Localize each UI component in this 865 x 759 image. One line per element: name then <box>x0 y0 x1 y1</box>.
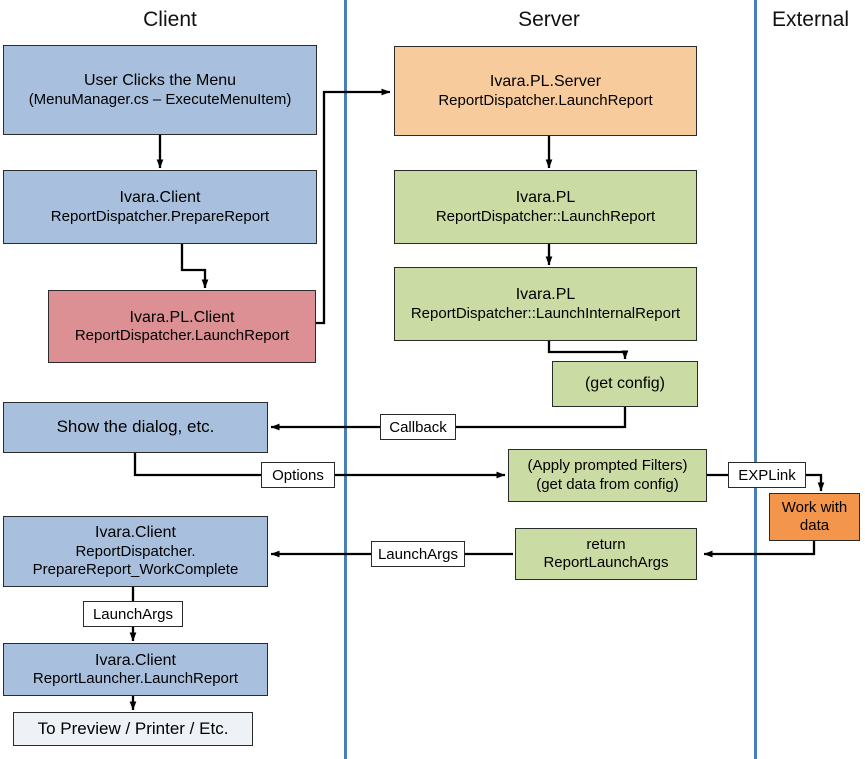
node-user-clicks-menu-line2: (MenuManager.cs – ExecuteMenuItem) <box>28 90 292 108</box>
node-get-config[interactable]: (get config) <box>552 361 698 407</box>
lane-title-client: Client <box>143 8 197 31</box>
node-work-with-data-line2: data <box>799 517 830 534</box>
node-user-clicks-menu[interactable]: User Clicks the Menu (MenuManager.cs – E… <box>3 45 317 135</box>
node-apply-prompted-filters-line2: (get data from config) <box>536 475 679 493</box>
node-to-preview-printer-line1: To Preview / Printer / Etc. <box>37 718 229 738</box>
node-show-the-dialog[interactable]: Show the dialog, etc. <box>3 402 268 453</box>
lane-title-server: Server <box>518 8 580 31</box>
node-server-pl-launch-internal-report[interactable]: Ivara.PL ReportDispatcher::LaunchInterna… <box>394 267 697 341</box>
node-client-pl-launch-report-line2: ReportDispatcher.LaunchReport <box>74 327 290 345</box>
edge-label-callback: Callback <box>380 414 456 440</box>
node-prepare-report-work-complete-line3: PrepareReport_WorkComplete <box>32 561 239 579</box>
node-client-prepare-report-line2: ReportDispatcher.PrepareReport <box>50 207 270 225</box>
node-report-launcher-launch-report-line1: Ivara.Client <box>95 651 176 669</box>
node-client-prepare-report[interactable]: Ivara.Client ReportDispatcher.PrepareRep… <box>3 170 317 244</box>
node-user-clicks-menu-line1: User Clicks the Menu <box>83 72 237 90</box>
edge-label-explink: EXPLink <box>728 462 806 488</box>
node-apply-prompted-filters-line1: (Apply prompted Filters) <box>527 457 688 475</box>
node-work-with-data[interactable]: Work with data <box>769 493 860 541</box>
lane-divider-server-external <box>754 0 757 759</box>
edge-label-launchargs-return: LaunchArgs <box>371 541 465 567</box>
node-client-prepare-report-line1: Ivara.Client <box>119 189 201 207</box>
node-server-pl-launch-report[interactable]: Ivara.PL ReportDispatcher::LaunchReport <box>394 170 697 244</box>
node-get-config-line1: (get config) <box>584 375 666 393</box>
node-apply-prompted-filters[interactable]: (Apply prompted Filters) (get data from … <box>508 449 707 502</box>
lane-divider-client-server <box>344 0 347 759</box>
node-client-pl-launch-report-line1: Ivara.PL.Client <box>129 308 235 326</box>
node-server-pl-launch-report-line2: ReportDispatcher::LaunchReport <box>435 207 656 225</box>
node-server-pl-launch-internal-report-line1: Ivara.PL <box>515 286 576 304</box>
node-work-with-data-line1: Work with <box>781 498 848 516</box>
node-return-report-launch-args-line2: ReportLaunchArgs <box>543 554 669 571</box>
node-prepare-report-work-complete-line2: ReportDispatcher. <box>75 542 196 560</box>
node-report-launcher-launch-report-line2: ReportLauncher.LaunchReport <box>32 670 239 688</box>
node-to-preview-printer[interactable]: To Preview / Printer / Etc. <box>13 712 253 746</box>
edge-label-options: Options <box>261 462 335 488</box>
node-client-pl-launch-report[interactable]: Ivara.PL.Client ReportDispatcher.LaunchR… <box>48 290 316 363</box>
node-server-pl-launch-internal-report-line2: ReportDispatcher::LaunchInternalReport <box>410 304 681 322</box>
node-prepare-report-work-complete-line1: Ivara.Client <box>95 524 176 542</box>
node-server-pl-server-launch-report[interactable]: Ivara.PL.Server ReportDispatcher.LaunchR… <box>394 46 697 136</box>
node-report-launcher-launch-report[interactable]: Ivara.Client ReportLauncher.LaunchReport <box>3 643 268 696</box>
node-server-pl-launch-report-line1: Ivara.PL <box>515 189 576 207</box>
node-return-report-launch-args-line1: return <box>586 535 626 553</box>
node-server-pl-server-launch-report-line2: ReportDispatcher.LaunchReport <box>438 91 653 109</box>
edge-label-launchargs-internal: LaunchArgs <box>83 601 183 627</box>
node-return-report-launch-args[interactable]: return ReportLaunchArgs <box>515 528 697 580</box>
node-server-pl-server-launch-report-line1: Ivara.PL.Server <box>489 73 602 91</box>
node-show-the-dialog-line1: Show the dialog, etc. <box>56 417 215 437</box>
node-prepare-report-work-complete[interactable]: Ivara.Client ReportDispatcher. PrepareRe… <box>3 516 268 587</box>
lane-title-external: External <box>771 8 850 31</box>
